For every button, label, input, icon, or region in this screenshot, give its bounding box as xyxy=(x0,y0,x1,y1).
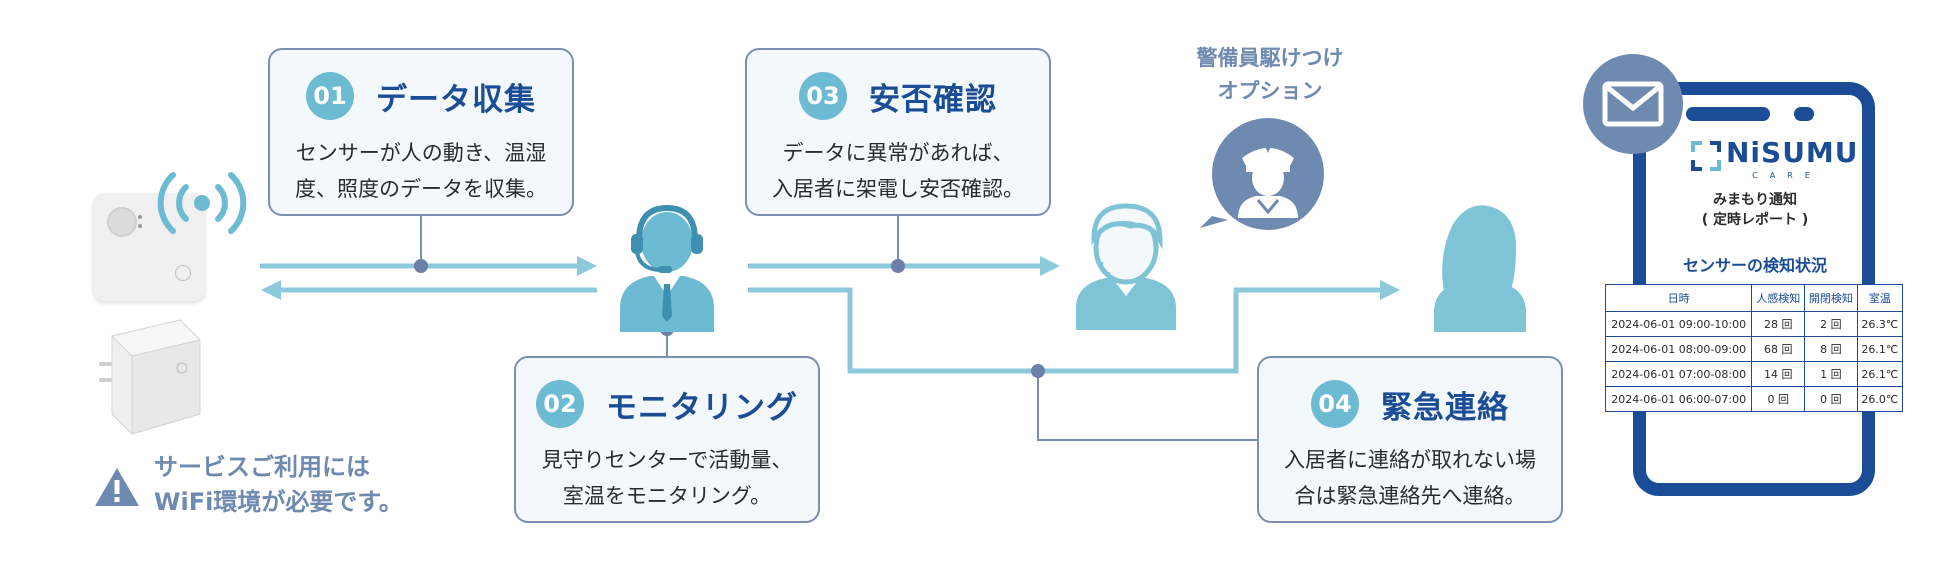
step-02-monitoring: 02 モニタリング 見守りセンターで活動量、室温をモニタリング。 xyxy=(514,356,820,523)
step-01-data-collection: 01 データ収集 センサーが人の動き、温湿度、照度のデータを収集。 xyxy=(268,48,574,216)
step-03-safety-check: 03 安否確認 データに異常があれば、入居者に架電し安否確認。 xyxy=(745,48,1051,216)
mail-icon xyxy=(1602,81,1664,127)
notice-title: みまもり通知 ( 定時レポート ) xyxy=(1701,192,1809,228)
report-title: センサーの検知状況 xyxy=(1682,256,1827,275)
guard-option-label: 警備員駆けつけ オプション xyxy=(1196,46,1344,103)
table-cell: 26.3℃ xyxy=(1856,311,1904,337)
table-cell: 2024-06-01 08:00-09:00 xyxy=(1604,336,1753,362)
table-cell: 68 回 xyxy=(1751,336,1806,362)
step-title: 緊急連絡 xyxy=(1381,389,1509,426)
table-cell: 28 回 xyxy=(1751,311,1806,337)
step-description: センサーが人の動き、温湿度、照度のデータを収集。 xyxy=(295,141,547,201)
arrowhead-right-3 xyxy=(1380,280,1400,300)
door-sensor-device xyxy=(99,319,201,435)
step-title: 安否確認 xyxy=(869,81,997,118)
column-header: 日時 xyxy=(1604,284,1753,312)
step-04-emergency-contact: 04 緊急連絡 入居者に連絡が取れない場合は緊急連絡先へ連絡。 xyxy=(1257,356,1563,523)
table-cell: 2024-06-01 07:00-08:00 xyxy=(1604,361,1753,387)
step-title: モニタリング xyxy=(606,389,798,426)
table-cell: 14 回 xyxy=(1751,361,1806,387)
table-row: 2024-06-01 08:00-09:00 68 回 8 回 26.1℃ xyxy=(1604,336,1904,362)
wifi-notice: サービスご利用には WiFi環境が必要です。 xyxy=(154,453,403,516)
step-number-badge: 02 xyxy=(536,380,584,428)
table-cell: 26.1℃ xyxy=(1856,361,1904,387)
security-guard-icon xyxy=(1200,118,1324,230)
arrowhead-right-1 xyxy=(577,256,597,276)
sensor-report-table: 日時 人感検知 開閉検知 室温 2024-06-01 09:00-10:00 2… xyxy=(1604,284,1904,412)
step-title: データ収集 xyxy=(376,81,536,118)
step-number-badge: 04 xyxy=(1311,380,1359,428)
step-description: 入居者に連絡が取れない場合は緊急連絡先へ連絡。 xyxy=(1284,448,1536,508)
brand-logo-mark xyxy=(1691,141,1721,171)
warning-icon xyxy=(95,468,139,506)
operator-icon xyxy=(620,204,714,332)
resident-icon xyxy=(1076,203,1176,330)
table-row: 2024-06-01 09:00-10:00 28 回 2 回 26.3℃ xyxy=(1604,311,1904,337)
column-header: 開閉検知 xyxy=(1804,284,1858,312)
table-cell: 2024-06-01 09:00-10:00 xyxy=(1604,311,1753,337)
table-row: 2024-06-01 07:00-08:00 14 回 1 回 26.1℃ xyxy=(1604,361,1904,387)
table-cell: 2 回 xyxy=(1804,311,1858,337)
motion-sensor-device xyxy=(93,193,205,301)
step-number-badge: 03 xyxy=(799,72,847,120)
table-cell: 0 回 xyxy=(1804,386,1858,412)
column-header: 室温 xyxy=(1856,284,1904,312)
step-description: 見守りセンターで活動量、室温をモニタリング。 xyxy=(541,448,793,508)
table-cell: 26.1℃ xyxy=(1856,336,1904,362)
mail-badge xyxy=(1583,54,1683,154)
arrowhead-right-2 xyxy=(1040,256,1060,276)
table-cell: 26.0℃ xyxy=(1856,386,1904,412)
brand-sub: CARE xyxy=(1752,171,1822,180)
column-header: 人感検知 xyxy=(1751,284,1806,312)
table-header-row: 日時 人感検知 開閉検知 室温 xyxy=(1604,284,1904,312)
family-contact-icon xyxy=(1434,205,1526,332)
brand-name: NiSUMU xyxy=(1726,136,1859,169)
step-number-badge: 01 xyxy=(306,72,354,120)
table-row: 2024-06-01 06:00-07:00 0 回 0 回 26.0℃ xyxy=(1604,386,1904,412)
table-cell: 8 回 xyxy=(1804,336,1858,362)
wifi-signal-icon xyxy=(157,172,247,234)
step-description: データに異常があれば、入居者に架電し安否確認。 xyxy=(772,141,1024,201)
table-cell: 1 回 xyxy=(1804,361,1858,387)
table-cell: 0 回 xyxy=(1751,386,1806,412)
table-cell: 2024-06-01 06:00-07:00 xyxy=(1604,386,1753,412)
arrowhead-left-1 xyxy=(261,280,281,300)
